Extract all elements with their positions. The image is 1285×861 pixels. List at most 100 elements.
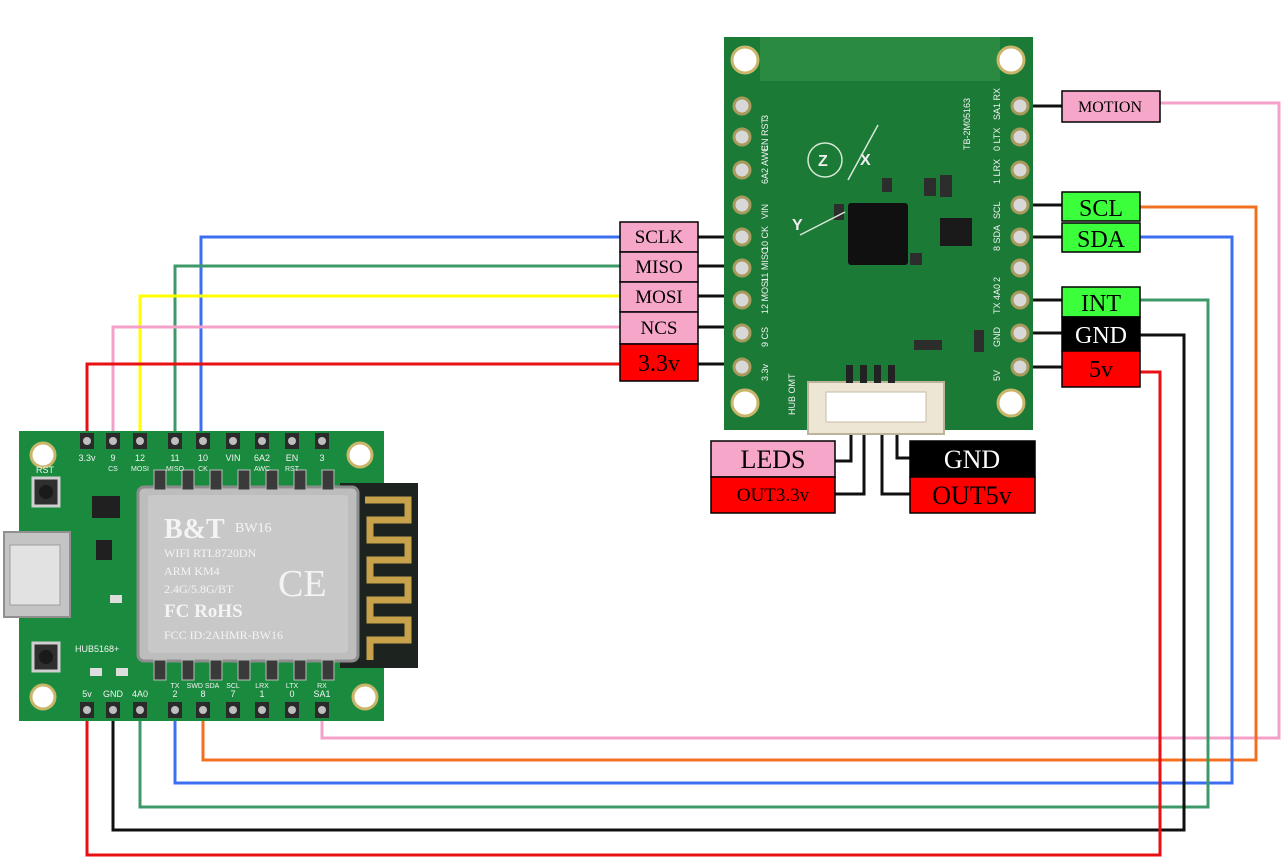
boot-button[interactable] (31, 641, 61, 673)
antenna-trace (365, 496, 412, 660)
sensor-pin-label: 3 (760, 115, 770, 120)
label-sda: SDA (1061, 222, 1141, 253)
bw16-pin-label: 8 (200, 689, 205, 699)
bw16-mount-hole (29, 683, 57, 711)
sensor-pin-pad (1010, 195, 1030, 215)
sensor-pin-pad (1010, 258, 1030, 278)
bw16-pin-tip (83, 437, 91, 445)
label-gnd-text: GND (1075, 323, 1127, 349)
sensor-pin-pad (1010, 96, 1030, 116)
boot-button-cap (39, 650, 53, 664)
sensor-pin-label: 5V (992, 370, 1002, 381)
bw16-pin-role: LTX (286, 683, 299, 690)
label-leds-text: LEDS (741, 445, 806, 474)
bw16-pin-tip (136, 437, 144, 445)
bw16-mount-hole (29, 441, 57, 469)
sensor-pin-pad (732, 323, 752, 343)
module-model: BW16 (235, 521, 272, 536)
sensor-smd (882, 178, 892, 192)
module-pad (265, 469, 279, 491)
sensor-pin-pad (732, 227, 752, 247)
connector-pin (888, 365, 895, 383)
bw16-pin-tip (109, 437, 117, 445)
connector-pin (874, 365, 881, 383)
module-pad (265, 659, 279, 681)
sensor-pin-label: VIN (760, 204, 770, 219)
bw16-pin-label: 1 (259, 689, 264, 699)
sensor-pin-pad (732, 96, 752, 116)
bw16-pin-role: MISO (166, 466, 184, 473)
sensor-pcb-inner (760, 37, 1000, 81)
sensor-pin-pad (1010, 323, 1030, 343)
sensor-pin-label: 11 MISO (760, 247, 770, 282)
sensor-mount-hole (996, 45, 1026, 75)
y-axis-label: Y (792, 217, 803, 234)
bw16-pin-label: 3.3v (78, 453, 96, 463)
wire-sda (173, 235, 1234, 785)
sensor-pin-label: SCL (992, 201, 1002, 219)
bw16-pin-tip (288, 706, 296, 714)
bw16-pin-role: MOSI (131, 466, 149, 473)
bw16-pin-tip (199, 706, 207, 714)
bw16-pin-tip (288, 437, 296, 445)
module-fcc-rohs: FC RoHS (164, 601, 243, 622)
wires (85, 101, 1281, 857)
module-pads (153, 469, 335, 681)
bw16-pin-role: RX (317, 683, 327, 690)
module-chip: WIFI RTL8720DN (164, 546, 257, 560)
sensor-pin-pad (732, 195, 752, 215)
bw16-pin-label: 4A0 (132, 689, 148, 699)
label-3v3: 3.3v (619, 343, 699, 382)
connector-pin (860, 365, 867, 383)
label-ncs: NCS (619, 311, 699, 345)
bw16-pin-tip (199, 437, 207, 445)
wire-leds (835, 430, 853, 463)
wire-out33 (835, 430, 866, 496)
wire-miso (173, 264, 620, 440)
bw16-pin-role: SCL (226, 683, 240, 690)
bw16-pin-label: GND (103, 689, 124, 699)
label-miso-text: MISO (635, 257, 683, 278)
bw16-smd (96, 540, 112, 560)
sensor-pin-label: TX 4A0 (992, 284, 1002, 314)
module-pad (237, 469, 251, 491)
label-conn-gnd-text: GND (944, 445, 1000, 474)
bw16-pin-tip (318, 437, 326, 445)
wire-out5 (880, 430, 910, 496)
wire-scl (201, 205, 1258, 762)
sensor-connector-inner (825, 391, 927, 423)
z-axis-label: Z (818, 153, 828, 170)
bw16-pin-label: 2 (172, 689, 177, 699)
sensor-pin-label: 2 (992, 277, 1002, 282)
label-ncs-text: NCS (641, 318, 678, 339)
module-pad (209, 659, 223, 681)
sensor-pin-label: 12 MOSI (760, 278, 770, 314)
wire-3v3 (85, 362, 620, 440)
sensor-pin-label: SA1 RX (992, 88, 1002, 120)
bw16-pin-tip (136, 706, 144, 714)
x-axis-arrow (847, 124, 879, 181)
wire-mosi (138, 294, 620, 440)
module-pad (153, 659, 167, 681)
module-brand: B&T (164, 514, 225, 545)
label-out5-text: OUT5v (932, 481, 1011, 510)
bw16-pin-role: TX (171, 683, 180, 690)
sensor-pin-pad (1010, 160, 1030, 180)
bw16-pin-label: 10 (198, 453, 208, 463)
module-pad (209, 469, 223, 491)
bw16-module-face (148, 495, 348, 653)
module-ce-mark: CE (278, 563, 327, 605)
label-out33: OUT3.3v (710, 476, 836, 514)
sensor-pin-pad (1010, 357, 1030, 377)
bw16-smd (90, 668, 102, 676)
sensor-ic (848, 203, 908, 265)
module-cert: FCC ID:2AHMR-BW16 (164, 628, 283, 642)
bw16-pin-role: LRX (255, 683, 269, 690)
sensor-pin-label: 0 LTX (992, 128, 1002, 151)
sensor-pin-label: 6A2 AWC (760, 145, 770, 184)
sensor-pin-pad (1010, 290, 1030, 310)
module-pad (181, 469, 195, 491)
